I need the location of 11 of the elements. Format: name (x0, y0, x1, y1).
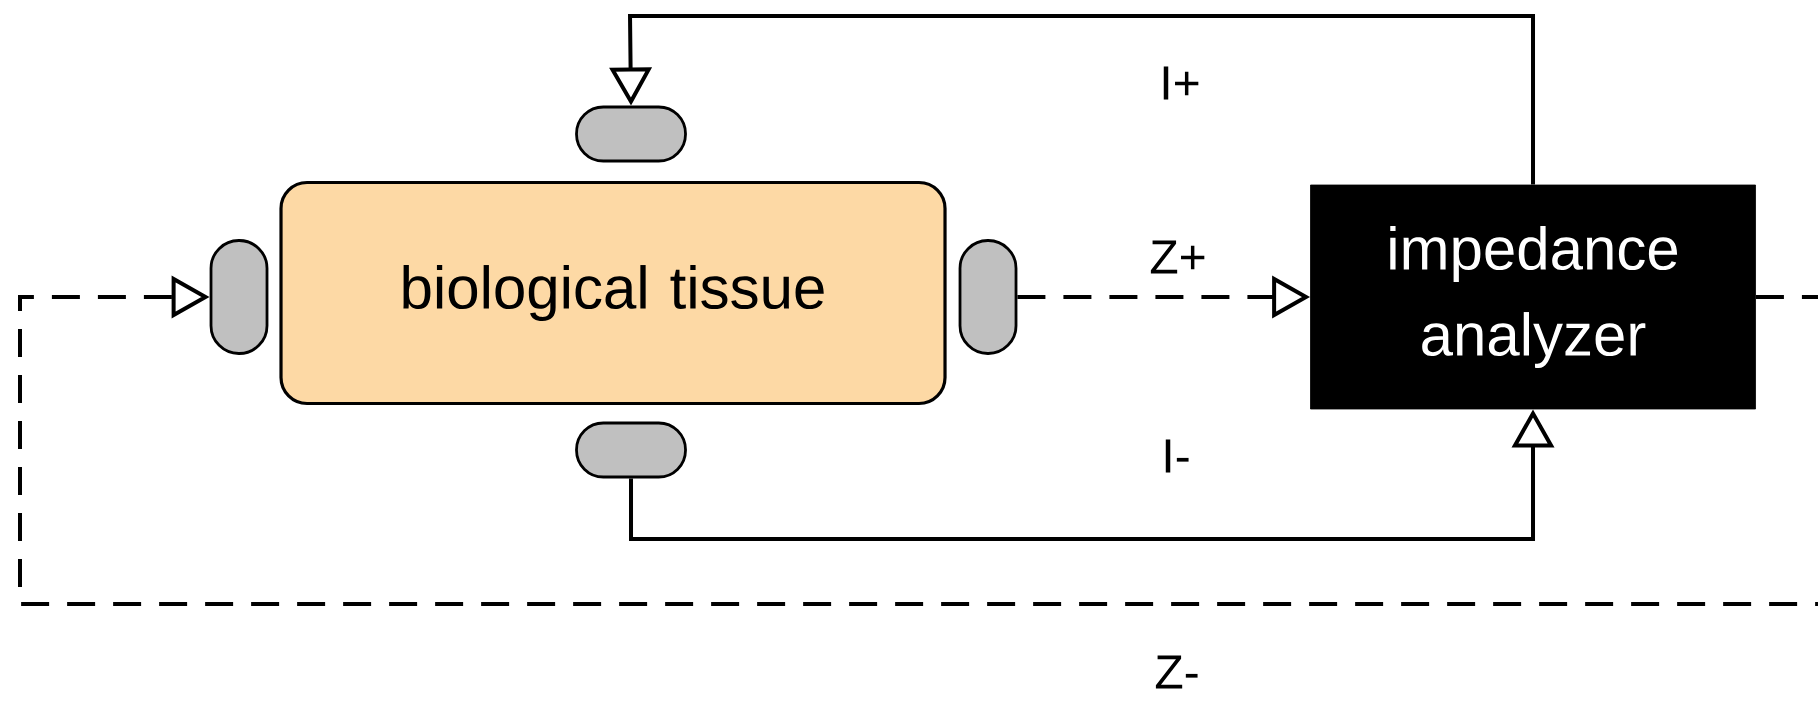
electrode-pill (575, 105, 687, 163)
electrode-pill (958, 239, 1018, 355)
electrode-pill (209, 239, 269, 355)
tissue-box: biological tissue (279, 180, 947, 406)
edge-label: Z- (1152, 653, 1202, 691)
edge-label: I- (1159, 437, 1193, 475)
electrode-pill (575, 421, 687, 479)
edge-label: I+ (1157, 64, 1203, 102)
dashed-arrow (18, 275, 1818, 606)
analyzer-box: impedance analyzer (1310, 184, 1756, 410)
edge-label: Z+ (1147, 238, 1209, 276)
